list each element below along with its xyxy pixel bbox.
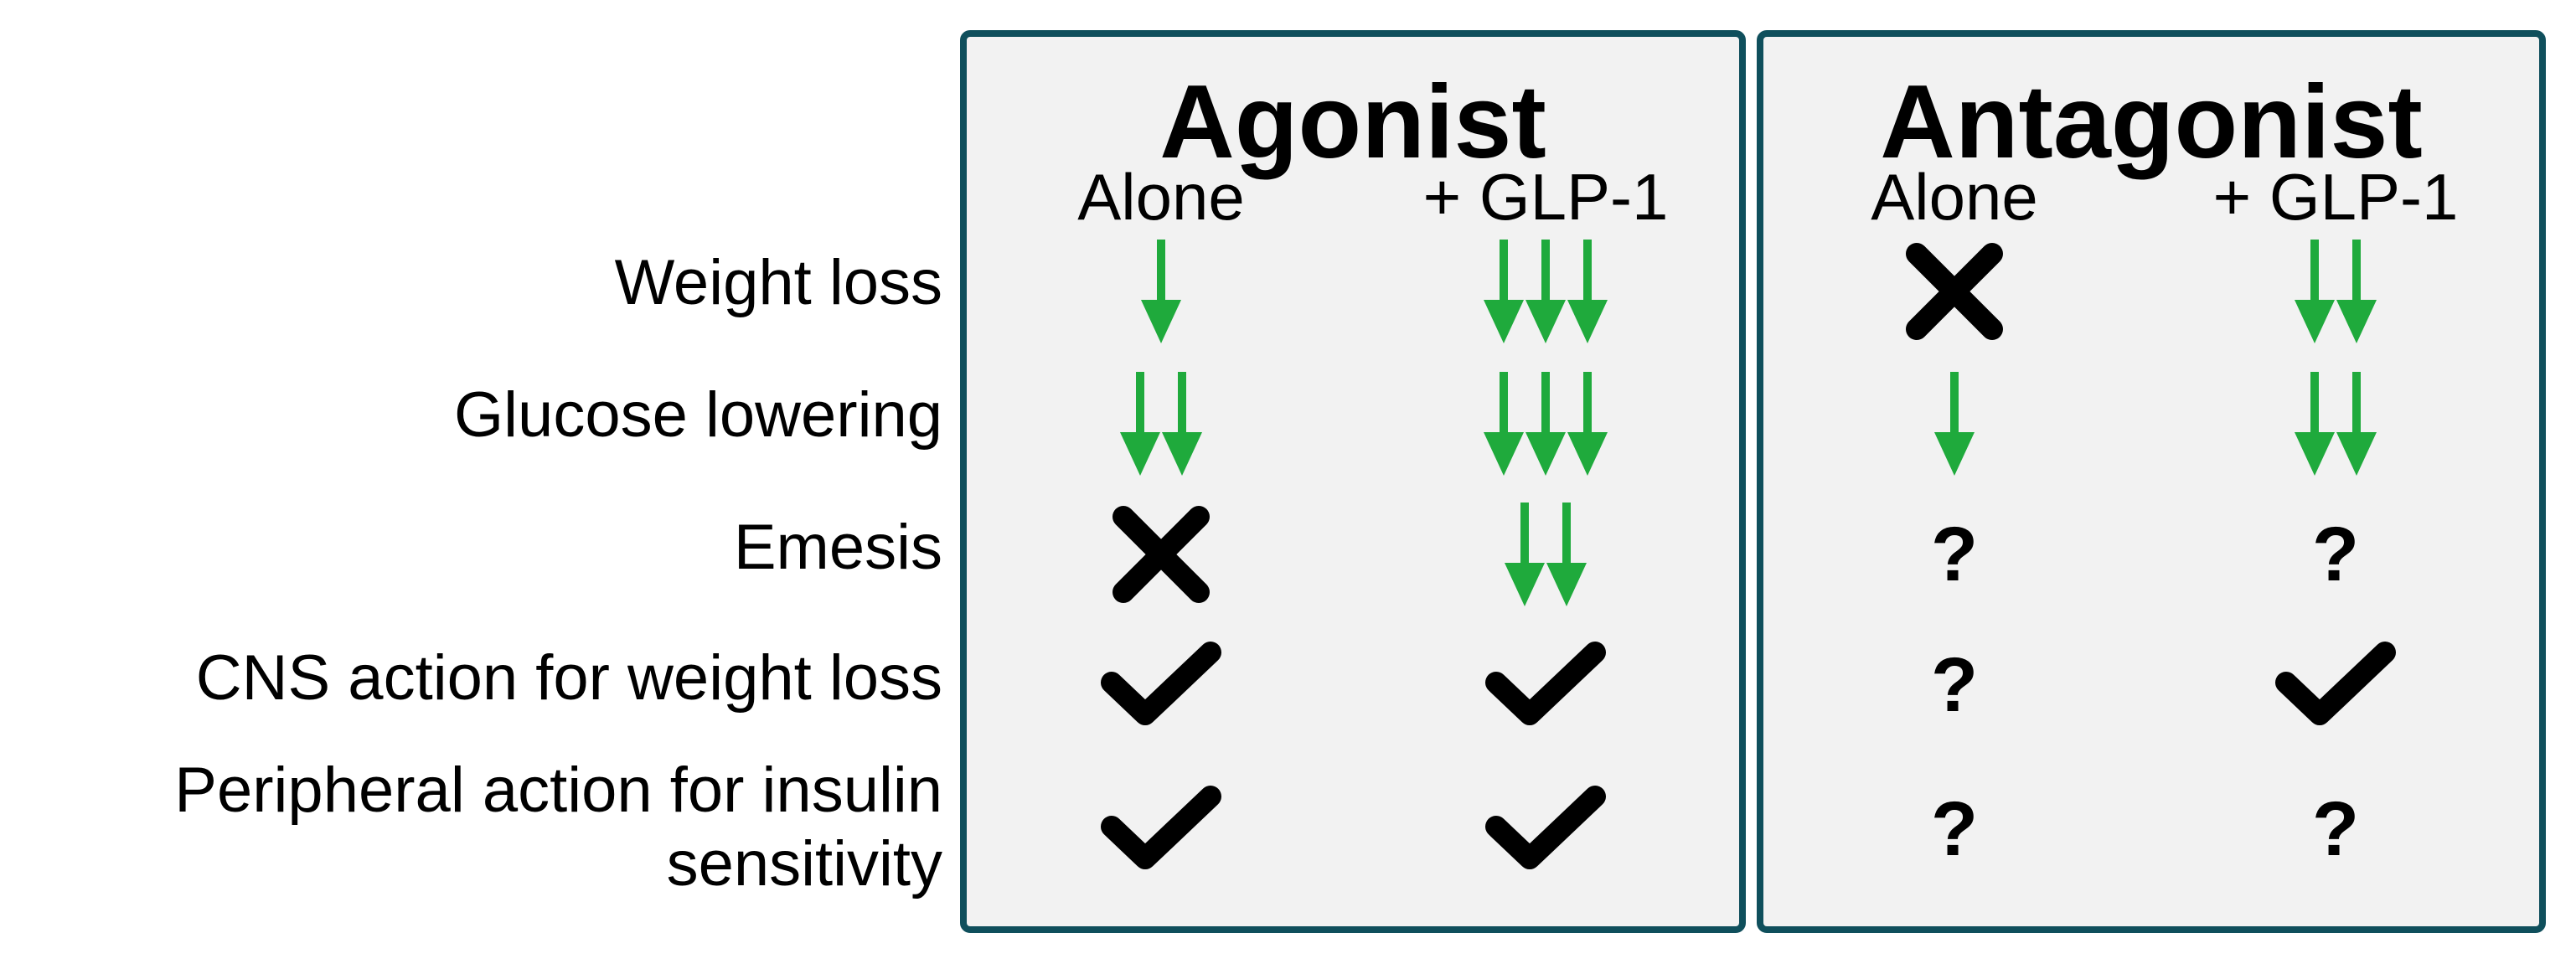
check-mark-icon	[2273, 639, 2398, 731]
antagonist-panel: Antagonist	[1757, 30, 2546, 933]
col-head-antagonist-alone: Alone	[1871, 160, 2038, 234]
agonist-panel: Agonist	[960, 30, 1746, 933]
col-head-agonist-alone: Alone	[1077, 160, 1245, 234]
down-arrow-icon	[2294, 240, 2377, 343]
down-arrow-icon	[1140, 240, 1182, 343]
row-label-glucose-lowering: Glucose lowering	[454, 379, 942, 451]
x-mark-icon	[1904, 241, 2005, 342]
col-head-antagonist-glp1: + GLP-1	[2212, 160, 2459, 234]
question-mark-icon: ?	[1930, 786, 1979, 872]
check-mark-icon	[1483, 783, 1608, 875]
check-mark-icon	[1483, 639, 1608, 731]
col-head-agonist-glp1: + GLP-1	[1422, 160, 1669, 234]
row-label-weight-loss: Weight loss	[614, 247, 942, 318]
down-arrow-icon	[2294, 372, 2377, 476]
question-mark-icon: ?	[2311, 786, 2360, 872]
row-label-peripheral-action-cont: sensitivity	[666, 828, 942, 899]
down-arrow-icon	[1504, 503, 1587, 606]
question-mark-icon: ?	[1930, 642, 1979, 728]
x-mark-icon	[1111, 504, 1211, 605]
row-label-peripheral-action: Peripheral action for insulin	[174, 755, 942, 826]
panel-title-antagonist: Antagonist	[1880, 64, 2423, 180]
row-label-emesis: Emesis	[733, 512, 942, 583]
question-mark-icon: ?	[2311, 512, 2360, 597]
row-label-cns-action: CNS action for weight loss	[195, 642, 942, 714]
down-arrow-icon	[1483, 372, 1608, 476]
down-arrow-icon	[1483, 240, 1608, 343]
down-arrow-icon	[1933, 372, 1975, 476]
check-mark-icon	[1098, 639, 1224, 731]
down-arrow-icon	[1119, 372, 1203, 476]
check-mark-icon	[1098, 783, 1224, 875]
question-mark-icon: ?	[1930, 512, 1979, 597]
panel-title-agonist: Agonist	[1159, 64, 1546, 180]
